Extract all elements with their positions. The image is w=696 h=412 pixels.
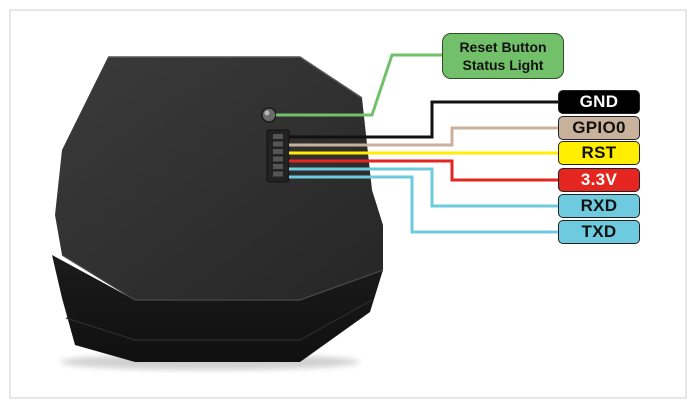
callout-leader-line (276, 53, 442, 117)
wires (289, 100, 558, 234)
wire-3v3 (289, 159, 558, 182)
pin-label-rxd: RXD (558, 194, 640, 218)
pin-label-3v3: 3.3V (558, 168, 640, 192)
pin-label-gpio0: GPIO0 (558, 116, 640, 140)
device-body (52, 56, 384, 370)
wire-gnd (289, 100, 558, 139)
callout-line-1: Reset Button (459, 39, 547, 55)
pin-label-txd: TXD (558, 220, 640, 244)
reset-status-callout: Reset Button Status Light (442, 33, 564, 79)
pin-label-rst: RST (558, 141, 640, 165)
pin-header (266, 129, 290, 183)
pin-label-gnd: GND (558, 90, 640, 114)
status-led (261, 107, 277, 123)
callout-line-2: Status Light (462, 57, 544, 73)
wire-rxd (289, 167, 558, 208)
wire-txd (289, 175, 558, 234)
wire-gpio0 (289, 126, 558, 147)
